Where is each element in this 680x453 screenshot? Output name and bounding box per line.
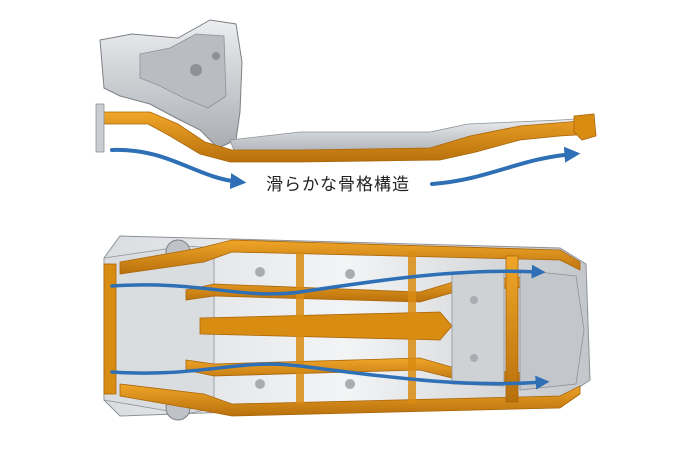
- rear-cross-member: [505, 255, 519, 403]
- rear-floor-pan: [451, 271, 505, 387]
- floor-hole: [345, 379, 355, 389]
- top-view-chassis: [103, 235, 591, 421]
- floor-hole: [345, 269, 355, 279]
- floor-hole: [470, 354, 478, 362]
- center-tunnel: [199, 311, 453, 341]
- outer-rail-top: [119, 239, 581, 275]
- structure-caption: 滑らかな骨格構造: [266, 175, 410, 195]
- floor-hole: [255, 267, 265, 277]
- front-crossmember: [103, 263, 117, 395]
- cross-member: [296, 252, 304, 404]
- side-view-chassis: [95, 19, 597, 163]
- top-flow-arrow-lower: [110, 362, 550, 390]
- spare-tire-well: [519, 269, 585, 391]
- top-flow-arrow-upper: [110, 264, 546, 296]
- front-bumper-post: [95, 103, 105, 153]
- rear-bracket: [573, 113, 597, 141]
- cross-member: [408, 252, 416, 404]
- side-flow-arrow-right: [430, 146, 581, 186]
- tower-hole: [190, 64, 202, 76]
- side-frame-rail: [97, 111, 593, 163]
- tower-hole: [212, 52, 220, 60]
- side-flow-arrow-left: [110, 147, 247, 190]
- floor-hole: [470, 296, 478, 304]
- outer-rail-bottom: [119, 383, 581, 417]
- front-tower-detail: [139, 33, 227, 109]
- floor-hole: [255, 379, 265, 389]
